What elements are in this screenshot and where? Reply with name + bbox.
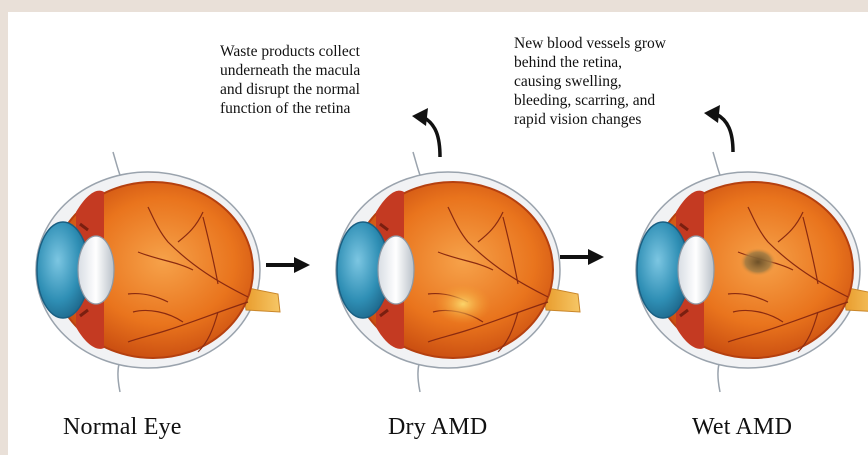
normal-eye-label: Normal Eye [63, 414, 182, 441]
dry-amd-eye-illustration [336, 152, 580, 392]
wet-amd-label: Wet AMD [692, 414, 792, 441]
diagram-canvas: Waste products collect underneath the ma… [8, 12, 868, 455]
eye-illustrations [8, 12, 868, 455]
wet-amd-description: New blood vessels grow behind the retina… [514, 34, 729, 129]
arrow-right-icon [560, 249, 604, 265]
dry-amd-description: Waste products collect underneath the ma… [220, 42, 420, 118]
dry-amd-label: Dry AMD [388, 414, 487, 441]
macular-lesion [740, 248, 776, 276]
drusen-deposit [435, 284, 491, 324]
wet-amd-eye-illustration [636, 152, 868, 392]
normal-eye-illustration [36, 152, 280, 392]
arrow-right-icon [266, 257, 310, 273]
